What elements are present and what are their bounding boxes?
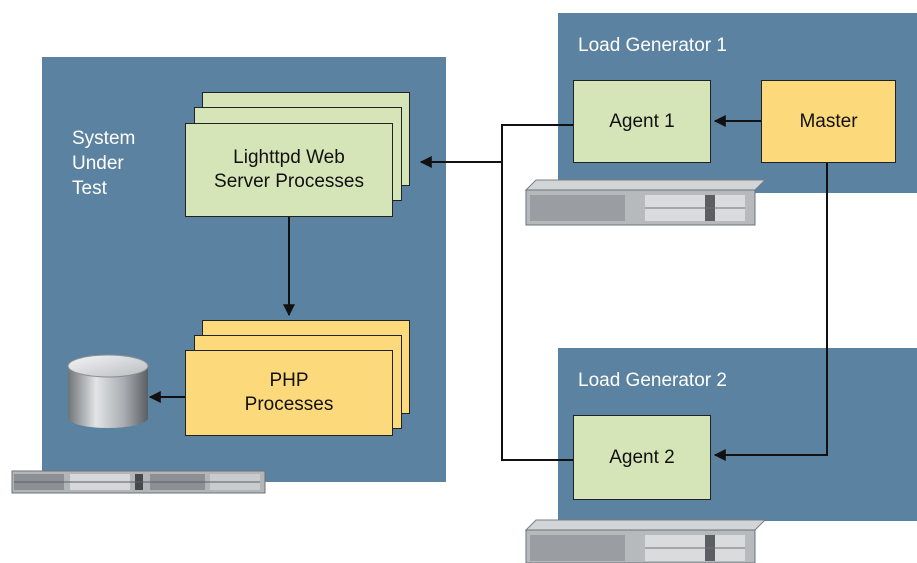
line-agent2-to-web <box>501 162 573 461</box>
agent-1-box: Agent 1 <box>573 80 711 163</box>
rack-server-lg1-icon <box>524 179 767 226</box>
database-icon <box>67 354 149 428</box>
rack-server-lg2-icon <box>524 519 767 563</box>
php-processes-box: PHP Processes <box>185 350 393 436</box>
arrow-master-to-agent2 <box>713 163 828 461</box>
arrow-agent1-to-web <box>419 124 573 168</box>
master-box: Master <box>761 80 896 163</box>
load-generator-1-label: Load Generator 1 <box>578 35 727 56</box>
agent-2-box: Agent 2 <box>573 415 711 500</box>
rack-server-sut-icon <box>11 470 266 494</box>
load-generator-2-label: Load Generator 2 <box>578 370 727 391</box>
system-under-test-label: System Under Test <box>72 128 136 199</box>
web-server-processes-box: Lighttpd Web Server Processes <box>185 123 393 217</box>
